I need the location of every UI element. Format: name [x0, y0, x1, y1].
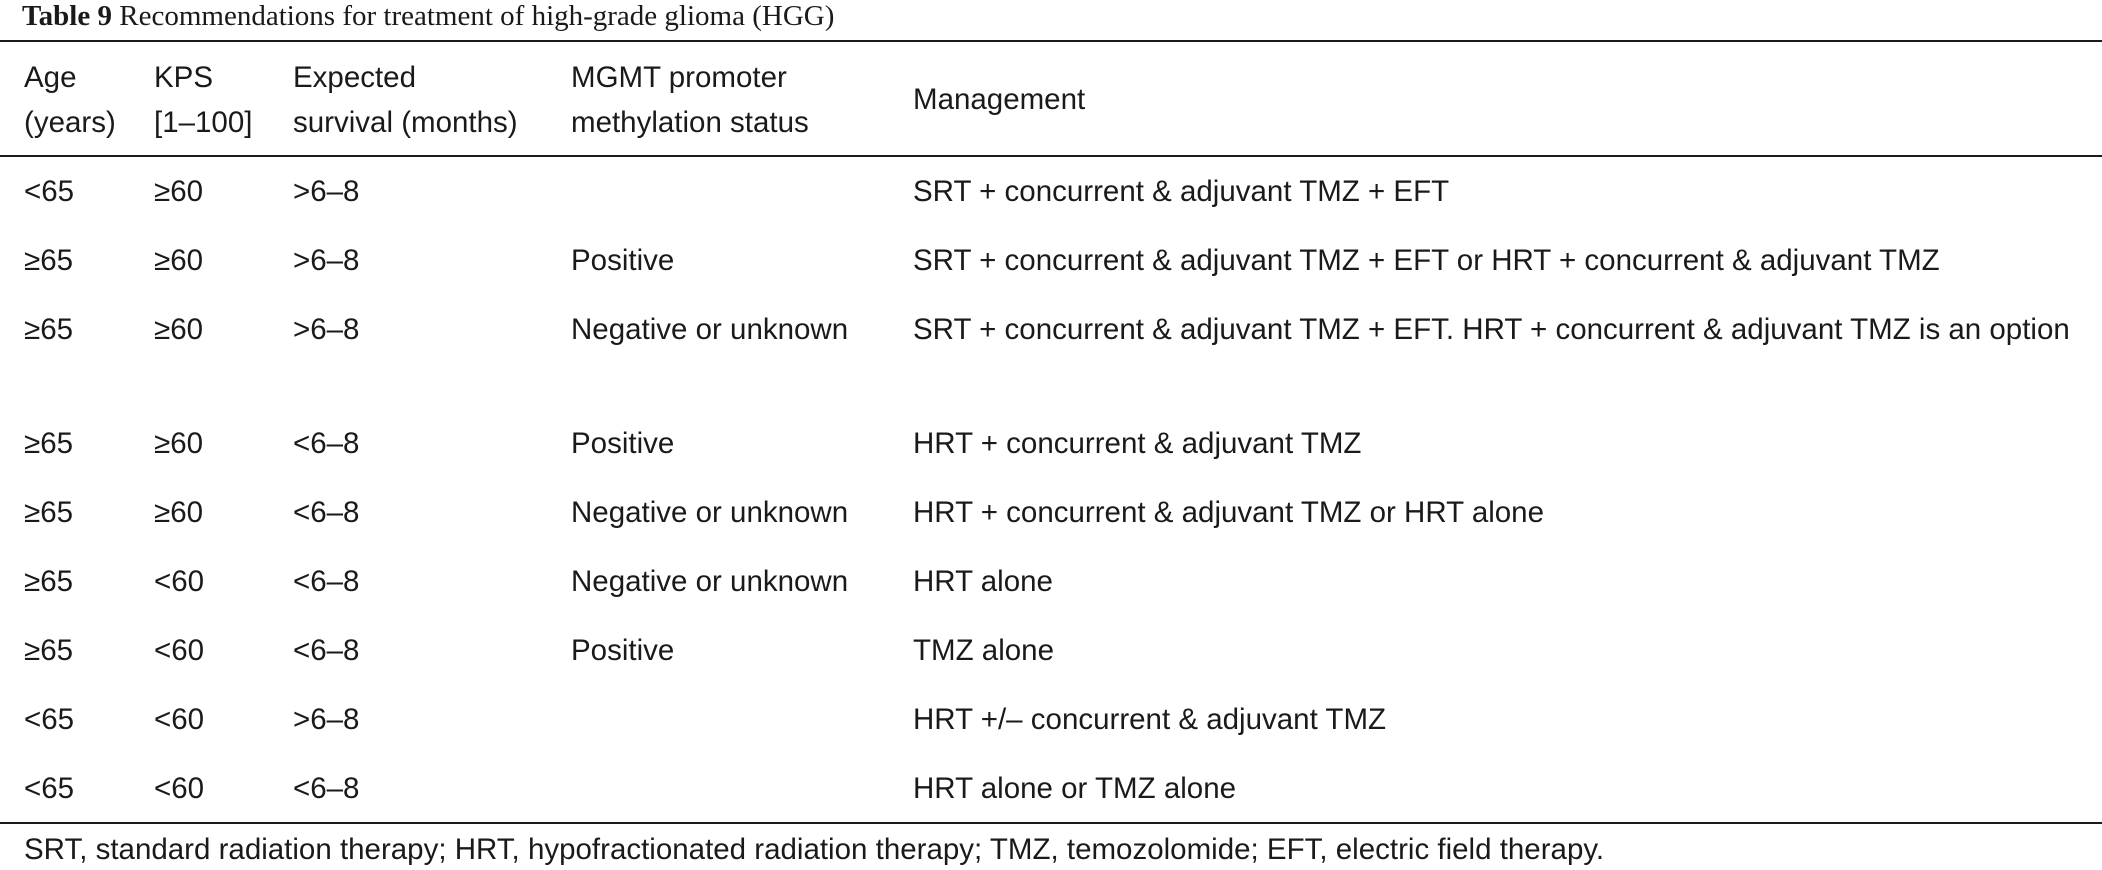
cell-management: HRT +/– concurrent & adjuvant TMZ	[913, 703, 1387, 736]
cell-age: <65	[24, 703, 75, 736]
cell-kps: <60	[154, 772, 205, 805]
cell-kps: <60	[154, 565, 205, 598]
top-rule	[0, 40, 2102, 42]
header-survival: Expected survival (months)	[293, 55, 518, 145]
cell-kps: <60	[154, 634, 205, 667]
cell-management: SRT + concurrent & adjuvant TMZ + EFT or…	[913, 244, 1940, 277]
cell-age: ≥65	[24, 427, 74, 460]
table-label: Table 9	[22, 0, 112, 32]
cell-management: SRT + concurrent & adjuvant TMZ + EFT. H…	[913, 313, 2070, 346]
cell-age: ≥65	[24, 634, 74, 667]
cell-survival: <6–8	[293, 772, 360, 805]
cell-mgmt: Positive	[571, 634, 675, 667]
cell-mgmt: Negative or unknown	[571, 313, 849, 346]
cell-survival: <6–8	[293, 496, 360, 529]
header-rule	[0, 155, 2102, 157]
cell-kps: <60	[154, 703, 205, 736]
table-title: Recommendations for treatment of high-gr…	[119, 0, 835, 32]
header-survival-line2: survival (months)	[293, 106, 518, 139]
header-survival-line1: Expected	[293, 61, 416, 94]
cell-age: <65	[24, 772, 75, 805]
header-age: Age (years)	[24, 55, 116, 145]
header-mgmt-line1: MGMT promoter	[571, 61, 787, 94]
cell-management: TMZ alone	[913, 634, 1054, 667]
cell-survival: <6–8	[293, 427, 360, 460]
cell-management: SRT + concurrent & adjuvant TMZ + EFT	[913, 175, 1450, 208]
header-mgmt-line2: methylation status	[571, 106, 809, 139]
cell-kps: ≥60	[154, 427, 204, 460]
header-mgmt: MGMT promoter methylation status	[571, 55, 809, 145]
cell-management: HRT + concurrent & adjuvant TMZ or HRT a…	[913, 496, 1544, 529]
cell-survival: >6–8	[293, 313, 360, 346]
cell-kps: ≥60	[154, 175, 204, 208]
header-age-line2: (years)	[24, 106, 116, 139]
cell-mgmt: Positive	[571, 244, 675, 277]
cell-survival: <6–8	[293, 565, 360, 598]
table-footnote: SRT, standard radiation therapy; HRT, hy…	[24, 833, 1605, 866]
cell-survival: <6–8	[293, 634, 360, 667]
cell-kps: ≥60	[154, 244, 204, 277]
cell-survival: >6–8	[293, 244, 360, 277]
cell-management: HRT alone	[913, 565, 1053, 598]
table-caption: Table 9 Recommendations for treatment of…	[22, 0, 834, 38]
cell-age: ≥65	[24, 244, 74, 277]
header-age-line1: Age	[24, 61, 77, 94]
cell-age: <65	[24, 175, 75, 208]
header-kps: KPS [1–100]	[154, 55, 252, 145]
cell-age: ≥65	[24, 313, 74, 346]
cell-mgmt: Negative or unknown	[571, 565, 849, 598]
cell-management: HRT + concurrent & adjuvant TMZ	[913, 427, 1362, 460]
cell-kps: ≥60	[154, 496, 204, 529]
cell-kps: ≥60	[154, 313, 204, 346]
cell-age: ≥65	[24, 565, 74, 598]
header-management-line1: Management	[913, 83, 1086, 116]
cell-mgmt: Negative or unknown	[571, 496, 849, 529]
header-kps-line2: [1–100]	[154, 106, 253, 139]
cell-mgmt: Positive	[571, 427, 675, 460]
cell-age: ≥65	[24, 496, 74, 529]
bottom-rule	[0, 822, 2102, 824]
cell-survival: >6–8	[293, 703, 360, 736]
header-kps-line1: KPS	[154, 61, 214, 94]
cell-survival: >6–8	[293, 175, 360, 208]
cell-management: HRT alone or TMZ alone	[913, 772, 1237, 805]
header-management: Management	[913, 77, 1085, 122]
